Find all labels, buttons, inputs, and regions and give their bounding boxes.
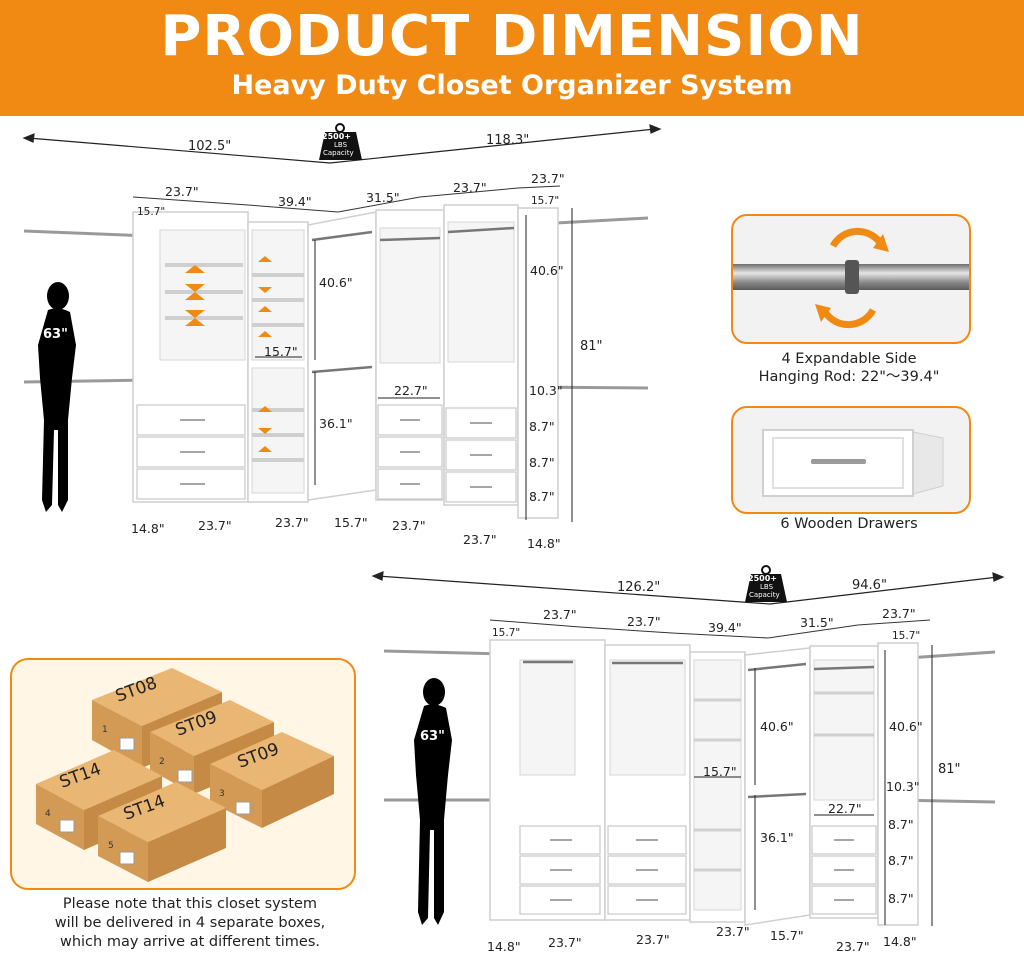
dim-bottom-4: 15.7" [334, 515, 368, 530]
dim2-bottom-2: 23.7" [548, 935, 582, 950]
dim-bottom-5: 23.7" [392, 518, 426, 533]
dim2-depth-right: 15.7" [892, 630, 921, 642]
box-number-4: 4 [45, 809, 51, 819]
dim2-upper-4: 31.5" [800, 615, 834, 630]
delivery-note-line3: which may arrive at different times. [59, 934, 321, 950]
dim-height-right-hang: 40.6" [530, 263, 564, 278]
delivery-note-line2: will be delivered in 4 separate boxes, [54, 915, 326, 931]
capacity2-badge-line3: Capacity [749, 591, 780, 599]
dim-bottom-2: 23.7" [198, 518, 232, 533]
dim-bottom-3: 23.7" [275, 515, 309, 530]
dim-upper-2: 39.4" [278, 194, 312, 209]
shipping-boxes-illustration: ST08 ST09 ST09 ST14 ST14 1 2 3 4 5 [36, 668, 334, 882]
page-title: PRODUCT DIMENSION [160, 4, 864, 69]
box-5 [98, 782, 226, 882]
dim2-rod-gap: 15.7" [703, 764, 737, 779]
dim2-drawer-width: 22.7" [828, 801, 862, 816]
shipping-boxes-panel: ST08 ST09 ST09 ST14 ST14 1 2 3 4 5 [10, 658, 356, 890]
capacity-badge-line2: LBS [334, 141, 348, 149]
dim2-height-drawer-3: 8.7" [888, 891, 914, 906]
dim2-bottom-5: 15.7" [770, 928, 804, 943]
page-subtitle: Heavy Duty Closet Organizer System [231, 70, 793, 101]
expandable-rod-panel [731, 214, 971, 344]
dim-rod-gap: 15.7" [264, 344, 298, 359]
dim2-height-drawer-1: 8.7" [888, 817, 914, 832]
dim2-bottom-4: 23.7" [716, 924, 750, 939]
person-silhouette-icon [414, 678, 452, 925]
expandable-rod-icon [733, 227, 969, 329]
dim2-height-shelf: 10.3" [886, 779, 920, 794]
drawer-panel [731, 406, 971, 514]
drawer-caption: 6 Wooden Drawers [780, 516, 918, 532]
dim2-upper-1: 23.7" [543, 607, 577, 622]
capacity-badge [319, 123, 362, 160]
dim-total-height: 81" [580, 339, 603, 354]
rod-caption-line1: 4 Expandable Side [781, 351, 917, 367]
dim-upper-5: 23.7" [531, 171, 565, 186]
box-number-5: 5 [108, 841, 114, 851]
header-banner: PRODUCT DIMENSION Heavy Duty Closet Orga… [0, 0, 1024, 116]
drawer-icon [762, 429, 944, 497]
dim2-upper-2: 23.7" [627, 614, 661, 629]
dim-depth-left: 15.7" [137, 206, 166, 218]
dim-person-height: 63" [43, 327, 68, 342]
capacity-badge-line3: Capacity [323, 149, 354, 157]
dim-height-lower-hang: 36.1" [319, 416, 353, 431]
dim-height-drawer-1: 8.7" [529, 419, 555, 434]
dim-bottom-1: 14.8" [131, 521, 165, 536]
dim-height-drawer-3: 8.7" [529, 489, 555, 504]
person-silhouette-icon [38, 282, 76, 512]
dim2-upper-5: 23.7" [882, 606, 916, 621]
capacity-badge-line1: 2500+ [322, 132, 351, 141]
capacity2-badge-line1: 2500+ [748, 574, 777, 583]
delivery-note: Please note that this closet system will… [20, 895, 360, 952]
rod-caption-line2: Hanging Rod: 22"〜39.4" [758, 369, 940, 385]
dim-upper-4: 23.7" [453, 180, 487, 195]
dim2-height-right-hang: 40.6" [889, 719, 923, 734]
dim2-overall-left: 126.2" [617, 580, 661, 595]
dim-bottom-7: 14.8" [527, 536, 561, 551]
dim2-person-height: 63" [420, 729, 445, 744]
capacity-badge-bottom [745, 565, 787, 602]
box-number-1: 1 [102, 725, 108, 735]
delivery-note-line1: Please note that this closet system [62, 896, 318, 912]
dim2-bottom-3: 23.7" [636, 932, 670, 947]
box-number-3: 3 [219, 789, 225, 799]
dim-height-shelf: 10.3" [529, 383, 563, 398]
dim-height-upper-hang: 40.6" [319, 275, 353, 290]
dim-drawer-width: 22.7" [394, 383, 428, 398]
dim2-overall-right: 94.6" [852, 578, 887, 593]
dim-bottom-6: 23.7" [463, 532, 497, 547]
dim-height-drawer-2: 8.7" [529, 455, 555, 470]
bottom-closet-diagram [371, 565, 1005, 926]
top-closet-diagram [22, 123, 662, 522]
box-number-2: 2 [159, 757, 165, 767]
dim2-height-lower-hang: 36.1" [760, 830, 794, 845]
dim2-depth-left: 15.7" [492, 627, 521, 639]
dim2-total-height: 81" [938, 762, 961, 777]
rod-caption: 4 Expandable Side Hanging Rod: 22"〜39.4" [731, 350, 967, 386]
dim-overall-right: 118.3" [486, 133, 530, 148]
dim2-height-upper-hang: 40.6" [760, 719, 794, 734]
dim-upper-1: 23.7" [165, 184, 199, 199]
dim2-bottom-7: 14.8" [883, 934, 917, 949]
dim2-bottom-1: 14.8" [487, 939, 521, 954]
dim2-upper-3: 39.4" [708, 620, 742, 635]
dim2-height-drawer-2: 8.7" [888, 853, 914, 868]
dim-upper-3: 31.5" [366, 190, 400, 205]
dim2-bottom-6: 23.7" [836, 939, 870, 954]
capacity2-badge-line2: LBS [760, 583, 774, 591]
dim-depth-right: 15.7" [531, 195, 560, 207]
dim-overall-left: 102.5" [188, 139, 232, 154]
